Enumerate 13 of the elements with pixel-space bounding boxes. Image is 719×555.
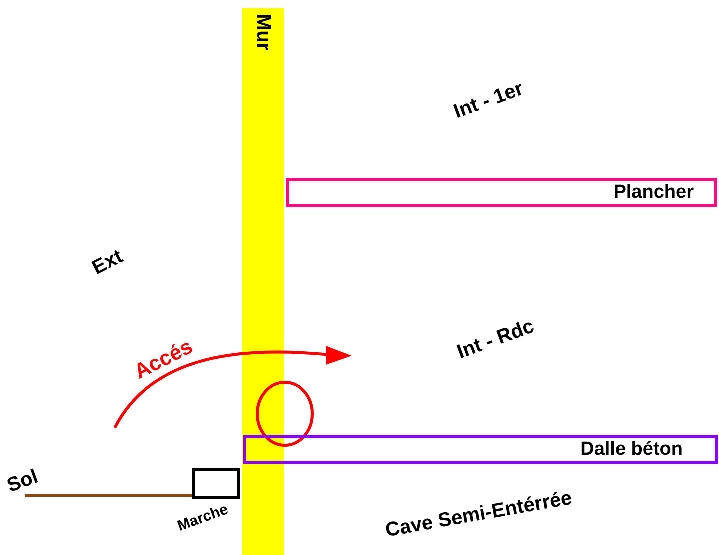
floor-slab-box xyxy=(243,435,718,464)
area-label: Int - Rdc xyxy=(454,316,538,364)
wall-label: Mur xyxy=(252,14,274,51)
slab-label: Dalle béton xyxy=(580,438,683,460)
highlight-circle xyxy=(256,381,314,447)
step-box xyxy=(192,468,240,499)
area-label: Sol xyxy=(4,466,42,498)
wall-bar xyxy=(242,8,284,555)
floor-slab-box xyxy=(286,178,717,207)
area-label: Ext xyxy=(88,246,128,280)
slab-label: Plancher xyxy=(614,182,694,204)
area-label: Int - 1er xyxy=(451,78,527,124)
step-label: Marche xyxy=(175,501,231,535)
